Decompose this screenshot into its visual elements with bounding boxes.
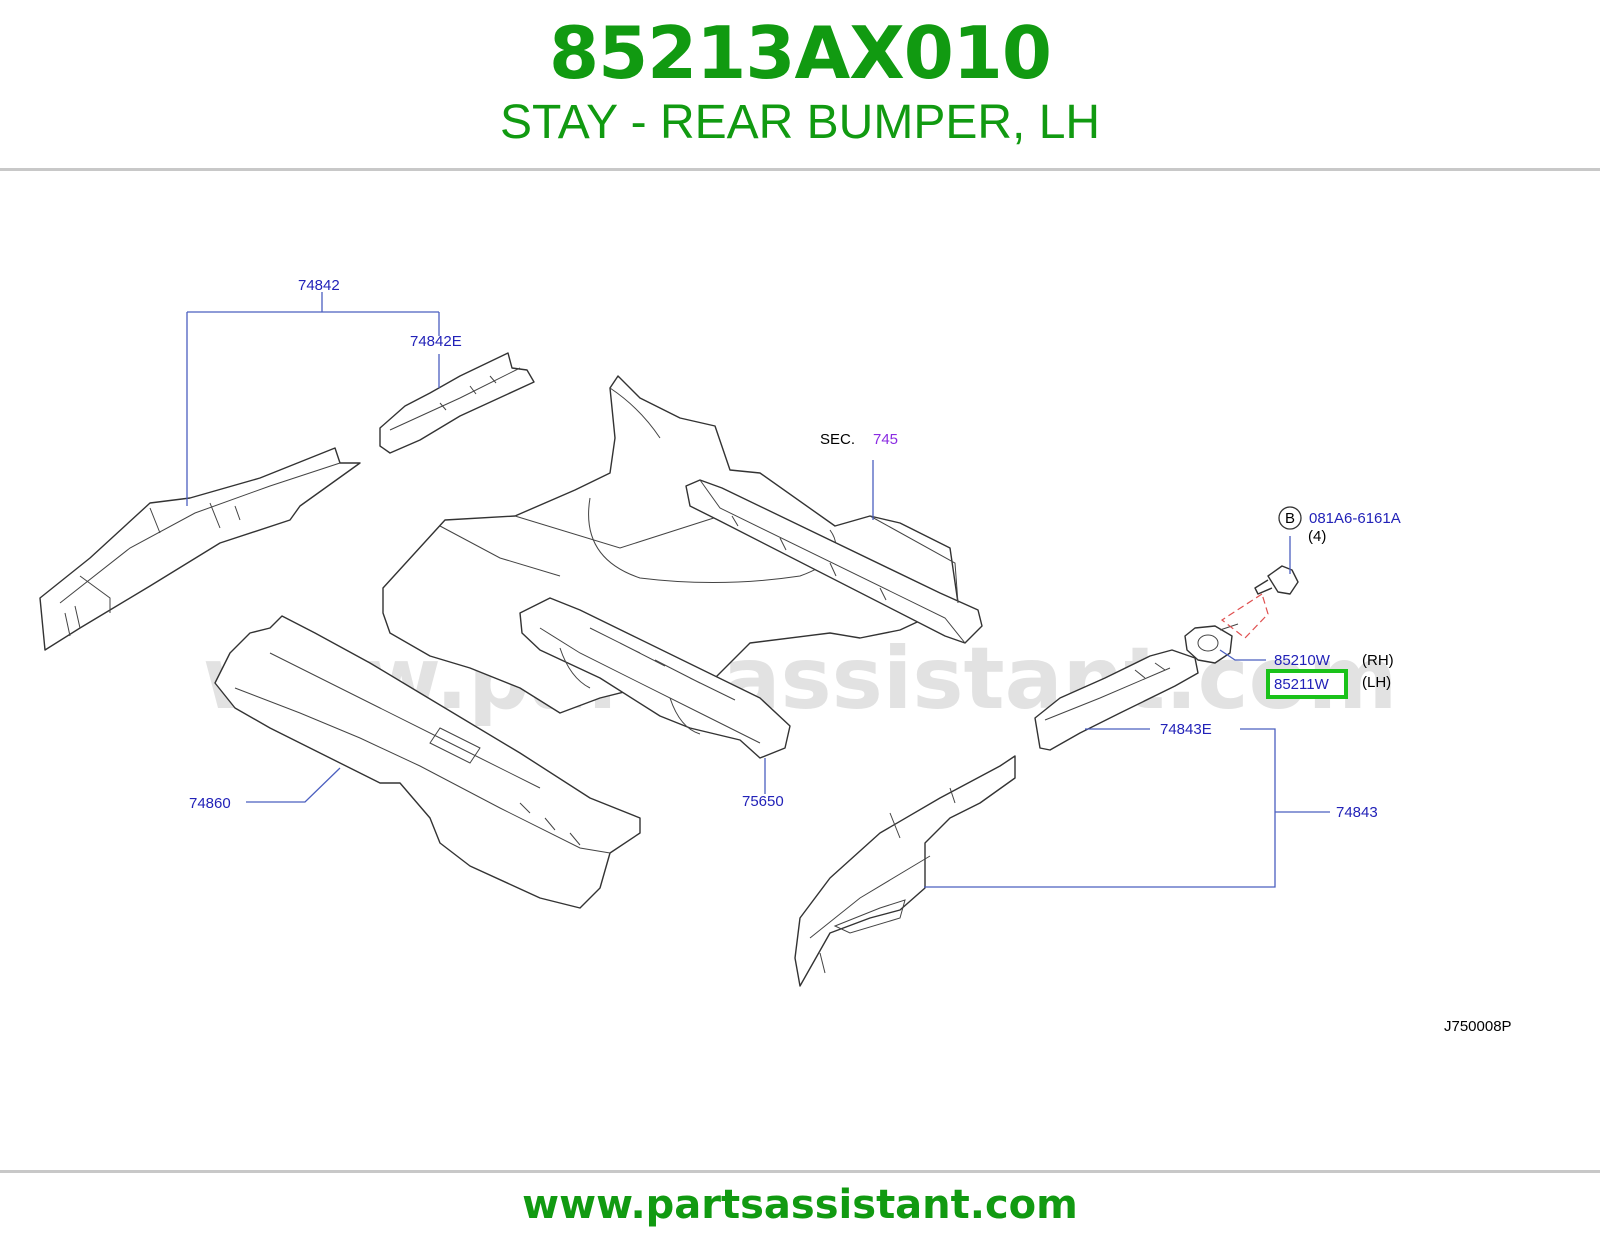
circle-b-marker (1278, 506, 1302, 530)
label-sec-ref: 745 (873, 431, 898, 448)
label-rh: (RH) (1362, 652, 1394, 669)
leader-lines (186, 292, 1330, 888)
label-74843[interactable]: 74843 (1336, 804, 1378, 821)
parts-diagram-svg: www.partsassistant.com (39, 277, 1512, 1035)
footer-divider (0, 1170, 1600, 1173)
label-75650[interactable]: 75650 (742, 793, 784, 810)
label-sec: SEC. (820, 431, 855, 448)
bumper-stay-drawing (1184, 623, 1239, 664)
label-lh: (LH) (1362, 674, 1391, 691)
highlight-box (1266, 669, 1348, 699)
label-circle-b: B (1285, 510, 1295, 527)
parts-diagram: www.partsassistant.com (0, 258, 1600, 1088)
part-74843-drawing (794, 755, 1016, 987)
header-divider (0, 168, 1600, 171)
part-74842e-drawing (379, 352, 535, 454)
label-85211w[interactable]: 85211W (1274, 676, 1330, 693)
part-name-subtitle: STAY - REAR BUMPER, LH (499, 96, 1101, 149)
part-74842-drawing (39, 447, 361, 651)
footer-url[interactable]: www.partsassistant.com (522, 1182, 1078, 1228)
part-number-title: 85213AX010 (548, 11, 1052, 95)
label-74842e: 74842E (410, 333, 462, 350)
diagram-id: J750008P (1444, 1018, 1512, 1035)
part-74843e-drawing (1034, 649, 1199, 751)
label-bolt-qty: (4) (1308, 528, 1326, 545)
cross-member-drawing (685, 479, 983, 644)
page-header: 85213AX010 STAY - REAR BUMPER, LH (0, 0, 1600, 168)
part-74860-drawing (214, 615, 641, 909)
part-75650-drawing (519, 597, 791, 759)
bolt-drawing (1254, 565, 1299, 595)
label-74843e[interactable]: 74843E (1160, 721, 1212, 738)
label-85210w[interactable]: 85210W (1274, 652, 1331, 669)
label-bolt-part-number[interactable]: 081A6-6161A (1309, 510, 1401, 527)
label-74860[interactable]: 74860 (189, 795, 231, 812)
label-74842: 74842 (298, 277, 340, 294)
